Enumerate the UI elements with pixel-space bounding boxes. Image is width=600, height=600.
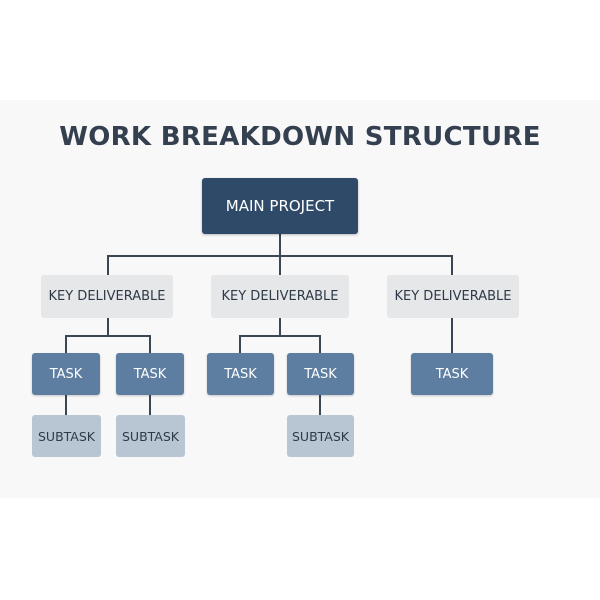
key-deliverable-node-2: KEY DELIVERABLE [211,275,349,318]
task-node-4: TASK [287,353,354,395]
task-node-3: TASK [207,353,274,395]
task-node-5: TASK [411,353,493,395]
subtask-node-2: SUBTASK [116,415,185,457]
key-deliverable-node-3: KEY DELIVERABLE [387,275,519,318]
diagram-title: WORK BREAKDOWN STRUCTURE [59,122,541,152]
key-deliverable-node-1: KEY DELIVERABLE [41,275,173,318]
main-project-node: MAIN PROJECT [202,178,358,234]
task-node-2: TASK [116,353,184,395]
subtask-node-1: SUBTASK [32,415,101,457]
task-node-1: TASK [32,353,100,395]
subtask-node-3: SUBTASK [287,415,354,457]
